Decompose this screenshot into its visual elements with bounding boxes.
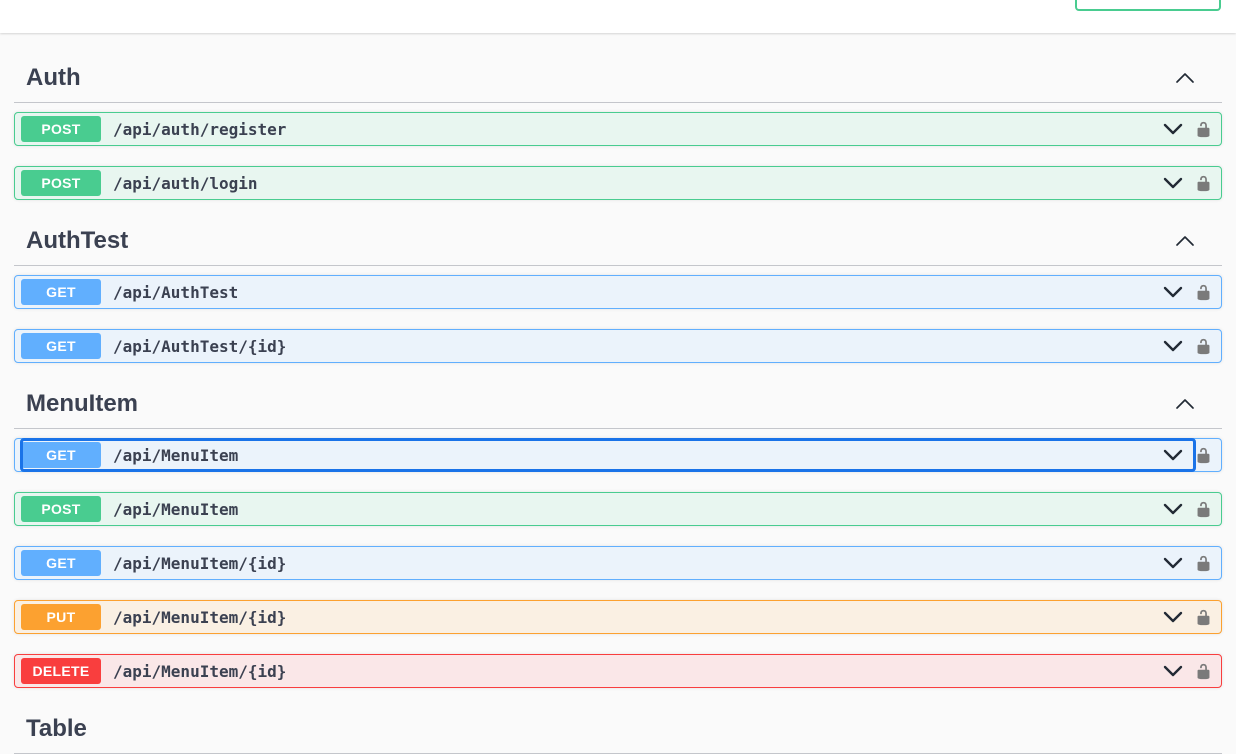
unlocked-padlock-icon[interactable] (1195, 501, 1212, 518)
chevron-up-icon[interactable] (1175, 398, 1208, 410)
endpoint-summary-button[interactable]: GET /api/MenuItem/{id} (21, 547, 1195, 579)
chevron-down-icon (1163, 611, 1183, 623)
unlocked-padlock-icon[interactable] (1195, 175, 1212, 192)
tag-title: Auth (26, 64, 81, 91)
endpoint-path: /api/MenuItem/{id} (113, 553, 287, 573)
chevron-up-icon[interactable] (1175, 235, 1208, 247)
method-badge: POST (21, 116, 101, 142)
tag-header-authtest[interactable]: AuthTest (14, 216, 1222, 266)
endpoint-row: GET /api/AuthTest/{id} (14, 329, 1222, 363)
api-operations-list: Auth POST /api/auth/register POST /api/a… (0, 33, 1236, 754)
endpoint-row: DELETE /api/MenuItem/{id} (14, 654, 1222, 688)
unlocked-padlock-icon[interactable] (1195, 609, 1212, 626)
endpoint-row: GET /api/MenuItem/{id} (14, 546, 1222, 580)
chevron-down-icon (1163, 503, 1183, 515)
chevron-down-icon (1163, 665, 1183, 677)
endpoint-summary-button[interactable]: GET /api/AuthTest (21, 276, 1195, 308)
tag-title: Table (26, 715, 87, 742)
tag-section-table-partial: Table (14, 704, 1222, 754)
tag-title: AuthTest (26, 227, 129, 254)
method-badge: GET (21, 442, 101, 468)
unlocked-padlock-icon[interactable] (1195, 447, 1212, 464)
unlocked-padlock-icon[interactable] (1195, 338, 1212, 355)
endpoint-summary-button[interactable]: POST /api/auth/register (21, 113, 1195, 145)
endpoint-path: /api/MenuItem (113, 445, 239, 465)
endpoint-path: /api/AuthTest/{id} (113, 336, 287, 356)
chevron-down-icon (1163, 123, 1183, 135)
tag-title: MenuItem (26, 390, 139, 417)
endpoint-row-focused: GET /api/MenuItem (14, 438, 1222, 472)
tag-header-auth[interactable]: Auth (14, 53, 1222, 103)
unlocked-padlock-icon[interactable] (1195, 121, 1212, 138)
tag-section-menuitem: MenuItem GET /api/MenuItem POST /api/Men… (14, 379, 1222, 688)
endpoint-summary-button[interactable]: POST /api/MenuItem (21, 493, 1195, 525)
scheme-container (0, 0, 1236, 33)
tag-section-auth: Auth POST /api/auth/register POST /api/a… (14, 53, 1222, 200)
chevron-down-icon (1163, 286, 1183, 298)
endpoint-row: POST /api/auth/login (14, 166, 1222, 200)
endpoint-summary-button[interactable]: GET /api/AuthTest/{id} (21, 330, 1195, 362)
chevron-down-icon (1163, 449, 1183, 461)
endpoint-path: /api/MenuItem/{id} (113, 661, 287, 681)
unlocked-padlock-icon[interactable] (1195, 555, 1212, 572)
tag-header-table[interactable]: Table (14, 704, 1222, 754)
endpoint-path: /api/auth/register (113, 119, 287, 139)
method-badge: POST (21, 496, 101, 522)
endpoint-summary-button[interactable]: PUT /api/MenuItem/{id} (21, 601, 1195, 633)
endpoint-path: /api/auth/login (113, 173, 258, 193)
endpoint-path: /api/AuthTest (113, 282, 239, 302)
method-badge: GET (21, 279, 101, 305)
unlocked-padlock-icon[interactable] (1195, 663, 1212, 680)
endpoint-row: GET /api/AuthTest (14, 275, 1222, 309)
endpoint-row: POST /api/MenuItem (14, 492, 1222, 526)
unlocked-padlock-icon[interactable] (1195, 284, 1212, 301)
chevron-down-icon (1163, 177, 1183, 189)
tag-header-menuitem[interactable]: MenuItem (14, 379, 1222, 429)
endpoint-path: /api/MenuItem (113, 499, 239, 519)
method-badge: POST (21, 170, 101, 196)
endpoint-summary-button[interactable]: POST /api/auth/login (21, 167, 1195, 199)
endpoint-summary-button[interactable]: DELETE /api/MenuItem/{id} (21, 655, 1195, 687)
endpoint-row: PUT /api/MenuItem/{id} (14, 600, 1222, 634)
method-badge: GET (21, 550, 101, 576)
endpoint-path: /api/MenuItem/{id} (113, 607, 287, 627)
endpoint-row: POST /api/auth/register (14, 112, 1222, 146)
authorize-button[interactable] (1075, 0, 1221, 11)
method-badge: PUT (21, 604, 101, 630)
chevron-up-icon[interactable] (1175, 72, 1208, 84)
method-badge: DELETE (21, 658, 101, 684)
tag-section-authtest: AuthTest GET /api/AuthTest GET /api/Auth… (14, 216, 1222, 363)
chevron-down-icon (1163, 340, 1183, 352)
chevron-down-icon (1163, 557, 1183, 569)
method-badge: GET (21, 333, 101, 359)
endpoint-summary-button[interactable]: GET /api/MenuItem (20, 438, 1196, 472)
